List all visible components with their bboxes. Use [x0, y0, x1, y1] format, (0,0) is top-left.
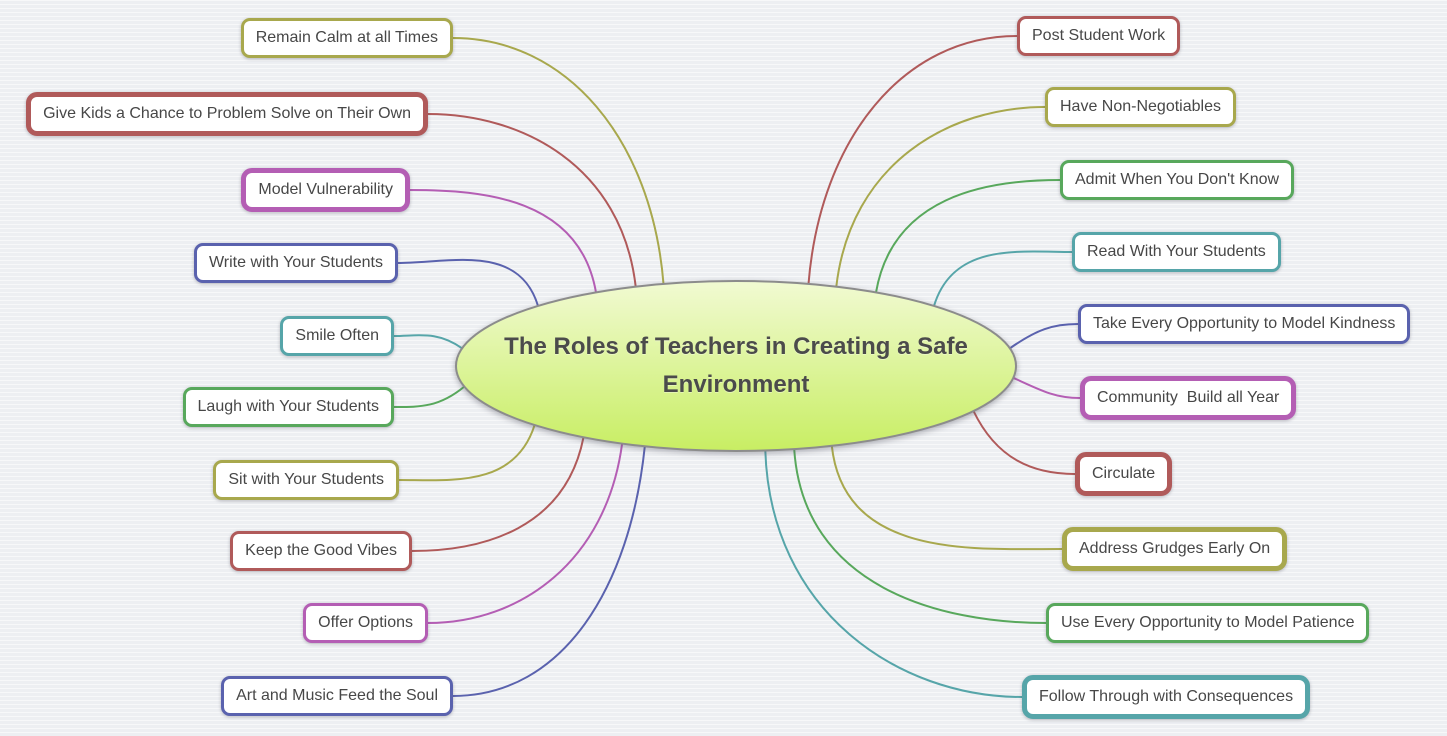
topic-community-build-all-year[interactable]: Community Build all Year — [1080, 376, 1297, 420]
topic-art-and-music-feed-the-soul[interactable]: Art and Music Feed the Soul — [221, 676, 453, 716]
connector-line — [393, 334, 464, 350]
connector-line — [397, 258, 539, 307]
topic-smile-often[interactable]: Smile Often — [280, 316, 394, 356]
connector-line — [393, 385, 466, 409]
topic-have-non-negotiables[interactable]: Have Non-Negotiables — [1045, 87, 1236, 127]
connector-line — [933, 250, 1073, 307]
connector-line — [830, 444, 1063, 551]
topic-circulate[interactable]: Circulate — [1075, 452, 1173, 496]
connector-line — [427, 442, 624, 624]
topic-remain-calm[interactable]: Remain Calm at all Times — [240, 18, 453, 58]
central-topic-title: The Roles of Teachers in Creating a Safe… — [504, 333, 968, 398]
connector-line — [452, 37, 665, 285]
connector-line — [875, 179, 1061, 294]
connector-line — [409, 189, 597, 294]
connector-line — [1008, 323, 1079, 350]
connector-line — [452, 445, 646, 697]
topic-read-with-your-students[interactable]: Read With Your Students — [1072, 232, 1281, 272]
topic-sit-with-your-students[interactable]: Sit with Your Students — [213, 460, 399, 500]
connector-line — [427, 113, 637, 288]
central-topic[interactable]: The Roles of Teachers in Creating a Safe… — [456, 281, 1016, 451]
topic-write-with-your-students[interactable]: Write with Your Students — [193, 243, 398, 283]
topic-keep-the-good-vibes[interactable]: Keep the Good Vibes — [230, 531, 412, 571]
topic-model-vulnerability[interactable]: Model Vulnerability — [241, 168, 410, 212]
connector-line — [1012, 376, 1081, 399]
topic-use-every-opportunity-model-patience[interactable]: Use Every Opportunity to Model Patience — [1046, 603, 1370, 643]
topic-follow-through-with-consequences[interactable]: Follow Through with Consequences — [1022, 675, 1311, 719]
connector-line — [411, 436, 585, 552]
topic-offer-options[interactable]: Offer Options — [303, 603, 428, 643]
topic-admit-when-you-dont-know[interactable]: Admit When You Don't Know — [1060, 160, 1295, 200]
topic-give-kids-problem-solve[interactable]: Give Kids a Chance to Problem Solve on T… — [26, 92, 428, 136]
connector-line — [398, 424, 536, 482]
connector-line — [835, 106, 1046, 288]
topic-take-every-opportunity-model-kindness[interactable]: Take Every Opportunity to Model Kindness — [1078, 304, 1411, 344]
topic-post-student-work[interactable]: Post Student Work — [1017, 16, 1181, 56]
connector-line — [793, 448, 1047, 624]
topic-laugh-with-your-students[interactable]: Laugh with Your Students — [182, 387, 394, 427]
connector-line — [972, 410, 1076, 475]
topic-address-grudges-early-on[interactable]: Address Grudges Early On — [1062, 527, 1288, 571]
central-topic-ellipse[interactable] — [455, 280, 1017, 452]
connector-line — [764, 449, 1023, 698]
connector-line — [807, 35, 1018, 285]
